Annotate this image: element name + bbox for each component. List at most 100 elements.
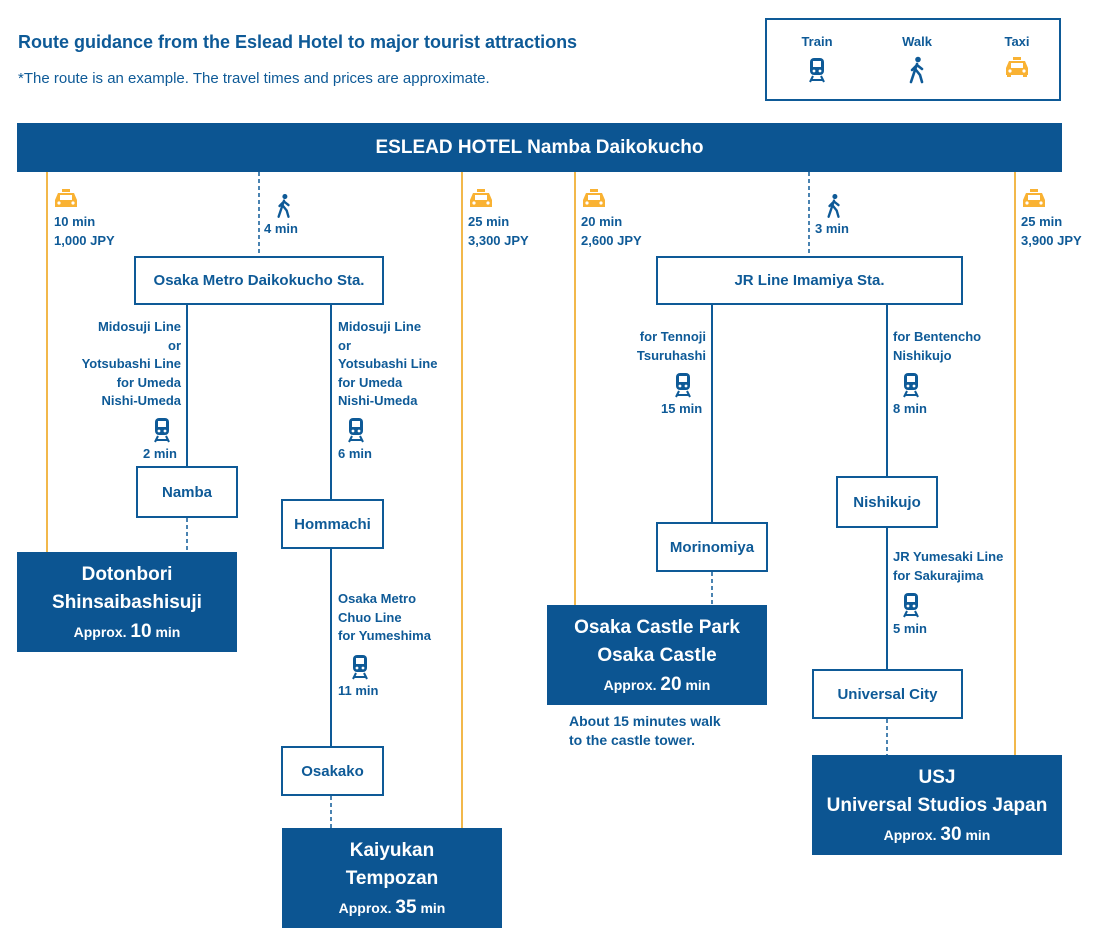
walk-icon: [277, 194, 290, 218]
taxi-price: 2,600 JPY: [581, 232, 642, 248]
line-direction: for Tennoji: [639, 329, 706, 344]
destination-usj: USJ Universal Studios Japan Approx. 30 m…: [812, 755, 1062, 855]
station-imamiya: JR Line Imamiya Sta.: [656, 256, 963, 305]
station-daikokucho: Osaka Metro Daikokucho Sta.: [134, 256, 384, 305]
line-or: or: [168, 337, 181, 353]
station-nishikujo: Nishikujo: [836, 476, 938, 528]
destination-castle: Osaka Castle Park Osaka Castle Approx. 2…: [547, 605, 767, 705]
train-time-universal: 5 min: [893, 621, 927, 636]
line-direction: for Umeda: [338, 374, 403, 390]
train-time-nishikujo: 8 min: [893, 401, 927, 416]
legend-walk: Walk: [877, 34, 957, 84]
destination-name: USJ: [918, 767, 956, 788]
line-direction: for Bentencho: [893, 329, 982, 344]
castle-note-line: to the castle tower.: [569, 732, 696, 748]
train-icon: [675, 373, 691, 398]
taxi-time: 25 min: [468, 214, 510, 229]
taxi-lines: [46, 172, 1016, 828]
destination-time: Approx. 20 min: [603, 674, 711, 695]
taxi-price: 3,300 JPY: [468, 232, 529, 248]
legend-taxi-label: Taxi: [1004, 34, 1030, 49]
line-direction: Nishi-Umeda: [101, 393, 181, 408]
line-direction: for Yumeshima: [338, 628, 431, 643]
line-name: Yotsubashi Line: [81, 356, 181, 371]
line-direction: Tsuruhashi: [636, 347, 706, 363]
station-osakako: Osakako: [281, 746, 384, 796]
walk-lines: [186, 172, 888, 828]
train-time-osakako: 11 min: [338, 683, 379, 698]
walk-time-daikokucho: 4 min: [264, 221, 298, 236]
line-name: Chuo Line: [338, 609, 402, 625]
train-icon: [352, 655, 368, 680]
destination-name: Shinsaibashisuji: [52, 592, 202, 613]
line-name: Midosuji Line: [338, 319, 422, 334]
line-info-namba: Midosuji Line or Yotsubashi Line for Ume…: [60, 318, 181, 411]
train-time-morinomiya: 15 min: [661, 401, 703, 416]
destination-name: Osaka Castle Park: [574, 617, 740, 638]
destination-time: Approx. 35 min: [338, 897, 446, 918]
taxi-time: 25 min: [1021, 214, 1063, 229]
line-info-hommachi: Midosuji Line or Yotsubashi Line for Ume…: [338, 318, 437, 411]
line-direction: Nishi-Umeda: [338, 393, 418, 408]
train-icon: [154, 418, 170, 443]
destination-name: Dotonbori: [81, 564, 173, 585]
walk-time-imamiya: 3 min: [815, 221, 849, 236]
station-hommachi: Hommachi: [281, 499, 384, 549]
line-info-morinomiya: for Tennoji Tsuruhashi: [600, 328, 706, 365]
line-direction: Nishikujo: [893, 347, 952, 363]
legend-train-label: Train: [801, 34, 833, 49]
train-lines: [186, 305, 888, 746]
taxi-info-usj: 25 min 3,900 JPY: [1021, 213, 1082, 250]
castle-note-line: About 15 minutes walk: [569, 713, 721, 729]
taxi-info-kaiyukan: 25 min 3,300 JPY: [468, 213, 529, 250]
walk-icon: [909, 56, 924, 84]
destination-time: Approx. 10 min: [73, 621, 181, 642]
taxi-icon: [1006, 57, 1028, 77]
line-info-osakako: Osaka Metro Chuo Line for Yumeshima: [338, 590, 431, 646]
taxi-price: 3,900 JPY: [1021, 232, 1082, 248]
legend: Train Walk Taxi: [765, 18, 1061, 101]
destination-kaiyukan: Kaiyukan Tempozan Approx. 35 min: [282, 828, 502, 928]
hotel-banner: ESLEAD HOTEL Namba Daikokucho: [17, 123, 1062, 172]
train-time-namba: 2 min: [143, 446, 177, 461]
walk-icon: [827, 194, 840, 218]
castle-walk-note: About 15 minutes walk to the castle towe…: [569, 712, 721, 750]
destination-dotonbori: Dotonbori Shinsaibashisuji Approx. 10 mi…: [17, 552, 237, 652]
destination-name: Kaiyukan: [349, 840, 435, 861]
taxi-time: 20 min: [581, 214, 623, 229]
taxi-info-castle: 20 min 2,600 JPY: [581, 213, 642, 250]
line-name: JR Yumesaki Line: [893, 549, 1004, 564]
line-name: Osaka Metro: [338, 591, 417, 606]
train-time-hommachi: 6 min: [338, 446, 372, 461]
line-direction: for Sakurajima: [893, 567, 984, 583]
line-direction: for Umeda: [116, 374, 181, 390]
destination-name: Tempozan: [345, 868, 439, 889]
train-icon: [903, 373, 919, 398]
train-icon: [903, 593, 919, 618]
taxi-icon: [470, 189, 492, 207]
taxi-icon: [583, 189, 605, 207]
station-morinomiya: Morinomiya: [656, 522, 768, 572]
station-namba: Namba: [136, 466, 238, 518]
destination-time: Approx. 30 min: [883, 824, 991, 845]
taxi-icon: [1023, 189, 1045, 207]
taxi-price: 1,000 JPY: [54, 232, 115, 248]
page-title: Route guidance from the Eslead Hotel to …: [18, 32, 578, 52]
station-universal-city: Universal City: [812, 669, 963, 719]
line-info-nishikujo: for Bentencho Nishikujo: [893, 328, 981, 365]
taxi-info-dotonbori: 10 min 1,000 JPY: [54, 213, 115, 250]
line-name: Yotsubashi Line: [338, 356, 438, 371]
taxi-time: 10 min: [54, 214, 96, 229]
line-or: or: [338, 337, 351, 353]
legend-walk-label: Walk: [902, 34, 932, 49]
legend-train: Train: [777, 34, 857, 84]
destination-name: Osaka Castle: [597, 645, 717, 666]
train-icon: [809, 58, 825, 83]
train-icon: [348, 418, 364, 443]
line-info-universal: JR Yumesaki Line for Sakurajima: [893, 548, 1003, 585]
taxi-icon: [55, 189, 77, 207]
destination-name: Universal Studios Japan: [826, 795, 1048, 816]
disclaimer-note: *The route is an example. The travel tim…: [18, 70, 490, 87]
legend-taxi: Taxi: [977, 34, 1057, 78]
